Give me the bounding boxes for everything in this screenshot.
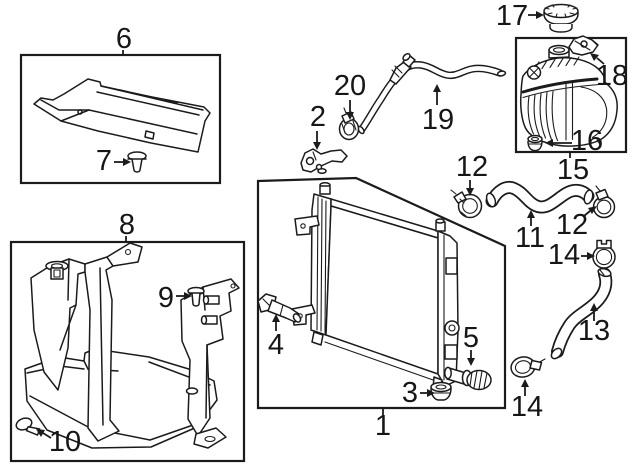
callout-label-1: 1 xyxy=(374,410,392,442)
radiator-right-tank xyxy=(437,230,459,387)
coolant-sensor-drawing xyxy=(257,293,302,323)
callout-arrow-13 xyxy=(590,303,598,321)
hose-clamp-14b-drawing xyxy=(510,356,546,378)
push-pin-7-drawing xyxy=(127,151,147,173)
callout-label-19: 19 xyxy=(421,104,455,136)
callout-arrow-2 xyxy=(313,131,321,150)
air-baffle-assembly-drawing xyxy=(24,242,240,449)
callout-label-9: 9 xyxy=(157,282,175,314)
callout-label-3: 3 xyxy=(401,377,419,409)
callout-label-2: 2 xyxy=(309,101,327,133)
inset-box-radiator xyxy=(256,176,507,415)
lower-hose-13-drawing xyxy=(550,267,613,360)
callout-arrow-9 xyxy=(176,292,192,300)
callout-label-17: 17 xyxy=(495,0,529,32)
air-deflector-panel-drawing xyxy=(33,78,211,153)
mount-bracket-2-drawing xyxy=(300,148,348,175)
callout-arrow-19 xyxy=(433,84,441,105)
callout-arrow-4 xyxy=(272,314,280,331)
callout-arrow-12a xyxy=(466,180,474,196)
grommet-16-drawing xyxy=(527,134,543,152)
callout-arrow-3 xyxy=(420,389,435,397)
callout-arrow-16 xyxy=(545,139,572,147)
coolant-reservoir-drawing xyxy=(519,44,618,147)
inset-box-air-baffle xyxy=(9,236,246,463)
callout-arrow-14b xyxy=(521,379,529,396)
push-pin-10-drawing xyxy=(15,417,41,436)
push-pin-9-drawing xyxy=(187,286,205,307)
radiator-cap-drawing xyxy=(543,3,579,33)
callout-label-12b: 12 xyxy=(555,209,589,241)
callout-label-20: 20 xyxy=(333,70,367,102)
callout-label-13: 13 xyxy=(577,315,611,347)
callout-label-15: 15 xyxy=(556,154,590,186)
callout-label-14b: 14 xyxy=(510,391,544,423)
callout-label-14a: 14 xyxy=(547,239,581,271)
callout-label-18: 18 xyxy=(595,60,629,92)
callout-arrow-17 xyxy=(528,11,544,19)
hose-clamp-12b-drawing xyxy=(592,185,616,219)
callout-label-5: 5 xyxy=(462,322,480,354)
hose-clamp-14a-drawing xyxy=(592,239,616,269)
callout-label-6: 6 xyxy=(115,23,133,55)
callout-arrow-7 xyxy=(114,158,131,166)
callout-arrow-5 xyxy=(467,350,475,366)
grommet-3-drawing xyxy=(430,381,452,401)
callout-arrow-20 xyxy=(346,100,354,120)
reservoir-bracket-drawing xyxy=(568,35,599,56)
callout-label-7: 7 xyxy=(95,145,113,177)
callout-arrow-11 xyxy=(527,210,535,226)
callout-label-12a: 12 xyxy=(455,151,489,183)
callout-arrow-14a xyxy=(581,252,595,260)
callout-label-16: 16 xyxy=(570,125,604,157)
callout-arrow-18 xyxy=(590,53,605,65)
hose-19-drawing xyxy=(357,52,507,135)
inset-box-air-deflector xyxy=(19,50,222,185)
callout-label-10: 10 xyxy=(48,426,82,458)
callout-arrow-10 xyxy=(36,429,52,439)
callout-label-4: 4 xyxy=(267,329,285,361)
callout-label-11: 11 xyxy=(514,222,546,254)
callout-arrow-12b xyxy=(583,206,597,217)
upper-hose-11-drawing xyxy=(485,181,595,214)
inset-box-reservoir xyxy=(514,36,628,158)
drain-cock-drawing xyxy=(444,366,492,391)
callout-label-8: 8 xyxy=(118,209,136,241)
hose-clamp-12a-drawing xyxy=(450,189,483,219)
